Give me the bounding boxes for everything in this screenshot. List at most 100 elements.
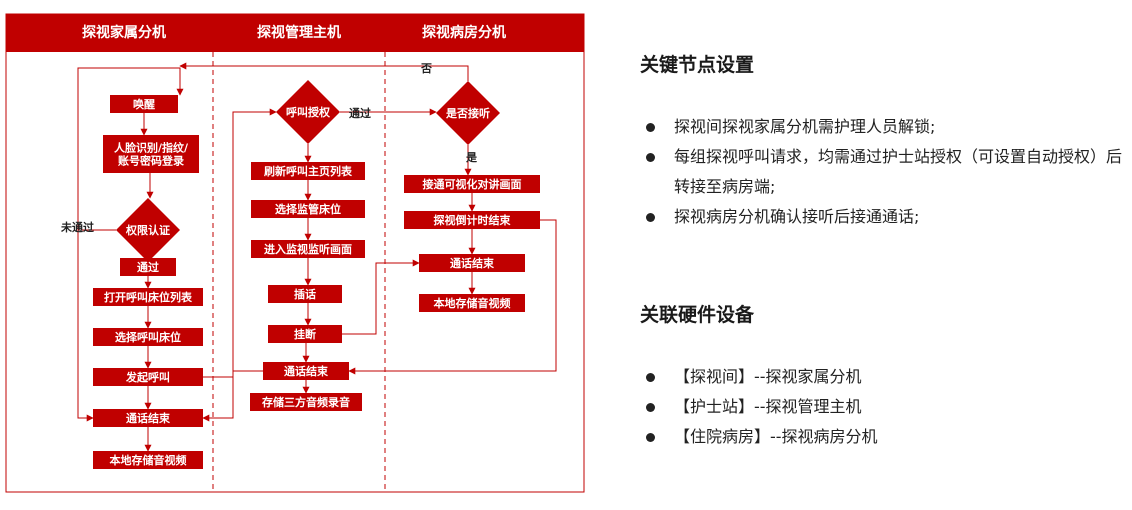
flow-arrow bbox=[77, 230, 94, 422]
node-label: 接通可视化对讲画面 bbox=[423, 177, 522, 191]
diamond-shape bbox=[276, 80, 340, 144]
flow-arrow bbox=[77, 67, 184, 231]
rect-shape bbox=[251, 162, 365, 180]
node-label: 打开呼叫床位列表 bbox=[104, 290, 193, 304]
diamond-shape bbox=[116, 198, 180, 262]
node-end-ward: 通话结束 bbox=[419, 254, 525, 272]
node-label: 通话结束 bbox=[450, 256, 495, 270]
lane-header-band bbox=[6, 14, 584, 52]
flow-arrow bbox=[342, 259, 420, 335]
node-label: 权限认证 bbox=[125, 223, 170, 237]
rect-shape bbox=[251, 240, 365, 258]
node-label: 通话结束 bbox=[284, 364, 329, 378]
bullet-icon bbox=[646, 153, 655, 162]
bullet-icon bbox=[646, 123, 655, 132]
node-select-bed: 选择呼叫床位 bbox=[93, 328, 203, 346]
flow-arrow bbox=[202, 370, 263, 422]
rect-shape bbox=[268, 325, 342, 343]
edge-label-fail: 未通过 bbox=[60, 220, 94, 234]
node-label: 本地存储音视频 bbox=[434, 296, 511, 310]
section-title-key-nodes: 关键节点设置 bbox=[640, 54, 755, 76]
rect-shape bbox=[251, 200, 365, 218]
node-label: 插话 bbox=[294, 287, 316, 301]
rect-shape bbox=[93, 368, 203, 386]
node-store-ward: 本地存储音视频 bbox=[419, 294, 525, 312]
node-label: 选择监管床位 bbox=[275, 202, 341, 216]
diamond-shape bbox=[436, 81, 500, 145]
node-call: 发起呼叫 bbox=[93, 368, 203, 386]
rect-shape bbox=[110, 95, 178, 113]
node-label: 发起呼叫 bbox=[125, 370, 170, 384]
list-item: 探视病房分机确认接听后接通通话; bbox=[640, 202, 1125, 232]
node-pass: 通过 bbox=[120, 258, 176, 276]
list-item: 【护士站】--探视管理主机 bbox=[640, 392, 1125, 422]
rect-shape bbox=[120, 258, 176, 276]
node-answer: 是否接听 bbox=[436, 81, 500, 145]
flow-nodes: 唤醒人脸识别/指纹/账号密码登录权限认证通过打开呼叫床位列表选择呼叫床位发起呼叫… bbox=[93, 80, 540, 469]
node-label: 通话结束 bbox=[126, 411, 171, 425]
node-select-monitor: 选择监管床位 bbox=[251, 200, 365, 218]
node-label: 唤醒 bbox=[133, 97, 155, 111]
flow-edges bbox=[77, 62, 557, 452]
node-label: 选择呼叫床位 bbox=[115, 330, 181, 344]
list-item: 每组探视呼叫请求，均需通过护士站授权（可设置自动授权）后转接至病房端; bbox=[640, 142, 1125, 202]
flowchart: 探视家属分机 探视管理主机 探视病房分机 唤醒人脸识别/指纹/账号密码登录权限认… bbox=[5, 13, 585, 493]
node-label: 是否接听 bbox=[445, 106, 490, 120]
node-end-family: 通话结束 bbox=[93, 409, 203, 427]
node-label: 挂断 bbox=[294, 327, 316, 341]
node-label: 通过 bbox=[137, 260, 159, 274]
lane-title-family: 探视家属分机 bbox=[82, 24, 166, 41]
list-item: 【探视间】--探视家属分机 bbox=[640, 362, 1125, 392]
node-enter-monitor: 进入监视监听画面 bbox=[251, 240, 365, 258]
node-label: 刷新呼叫主页列表 bbox=[264, 164, 353, 178]
node-auth: 权限认证 bbox=[116, 198, 180, 262]
rect-shape bbox=[419, 254, 525, 272]
bullet-icon bbox=[646, 213, 655, 222]
rect-shape bbox=[103, 135, 199, 173]
hardware-list: 【探视间】--探视家属分机 【护士站】--探视管理主机 【住院病房】--探视病房… bbox=[640, 362, 1125, 452]
node-label: 探视倒计时结束 bbox=[434, 213, 512, 227]
node-end-host: 通话结束 bbox=[263, 362, 349, 380]
rect-shape bbox=[263, 362, 349, 380]
rect-shape bbox=[404, 211, 540, 229]
edge-label-yes: 是 bbox=[465, 151, 478, 164]
rect-shape bbox=[268, 285, 342, 303]
node-label: 账号密码登录 bbox=[118, 154, 184, 168]
node-cut-in: 插话 bbox=[268, 285, 342, 303]
node-login: 人脸识别/指纹/账号密码登录 bbox=[103, 135, 199, 173]
rect-shape bbox=[93, 288, 203, 306]
node-label: 人脸识别/指纹/ bbox=[114, 141, 189, 155]
node-label: 呼叫授权 bbox=[286, 105, 331, 119]
node-open-list: 打开呼叫床位列表 bbox=[93, 288, 203, 306]
rect-shape bbox=[93, 409, 203, 427]
node-hang-up: 挂断 bbox=[268, 325, 342, 343]
node-label: 本地存储音视频 bbox=[110, 453, 187, 467]
node-store-host: 存储三方音频录音 bbox=[250, 393, 362, 411]
bullet-icon bbox=[646, 433, 655, 442]
node-countdown: 探视倒计时结束 bbox=[404, 211, 540, 229]
lane-title-ward: 探视病房分机 bbox=[422, 24, 506, 41]
node-refresh: 刷新呼叫主页列表 bbox=[251, 162, 365, 180]
bullet-icon bbox=[646, 373, 655, 382]
node-label: 存储三方音频录音 bbox=[262, 395, 350, 409]
rect-shape bbox=[93, 451, 203, 469]
edge-label-no: 否 bbox=[420, 62, 432, 75]
bullet-icon bbox=[646, 403, 655, 412]
list-item: 探视间探视家属分机需护理人员解锁; bbox=[640, 112, 1125, 142]
flow-arrow bbox=[203, 108, 277, 378]
section-title-hardware: 关联硬件设备 bbox=[640, 304, 755, 326]
edge-label-pass: 通过 bbox=[349, 106, 371, 120]
key-nodes-list: 探视间探视家属分机需护理人员解锁; 每组探视呼叫请求，均需通过护士站授权（可设置… bbox=[640, 112, 1125, 232]
flow-arrow bbox=[348, 219, 557, 375]
node-wake: 唤醒 bbox=[110, 95, 178, 113]
flow-arrow bbox=[179, 62, 469, 81]
node-call-auth: 呼叫授权 bbox=[276, 80, 340, 144]
rect-shape bbox=[404, 175, 540, 193]
node-label: 进入监视监听画面 bbox=[264, 242, 352, 256]
node-connect: 接通可视化对讲画面 bbox=[404, 175, 540, 193]
rect-shape bbox=[419, 294, 525, 312]
rect-shape bbox=[93, 328, 203, 346]
rect-shape bbox=[250, 393, 362, 411]
list-item: 【住院病房】--探视病房分机 bbox=[640, 422, 1125, 452]
node-store-family: 本地存储音视频 bbox=[93, 451, 203, 469]
